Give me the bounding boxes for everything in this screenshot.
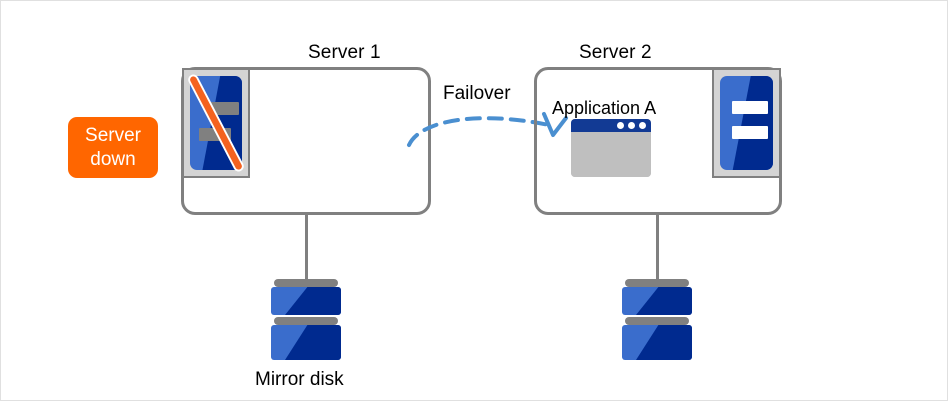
server-1-title: Server 1 [308,42,381,63]
disk-platter-top [625,279,689,287]
disk-block-bottom [622,325,692,360]
disk-platter-middle [625,317,689,325]
server-tower-icon [712,68,781,178]
mirror-disk-right [622,279,692,361]
application-label: Application A [552,98,657,118]
window-dot-2 [628,122,635,129]
disk-block-bottom [271,325,341,360]
failover-label: Failover [443,83,511,104]
window-dot-3 [639,122,646,129]
disk-platter-middle [274,317,338,325]
mirror-disk-left [271,279,341,361]
application-window-titlebar [571,119,651,132]
disk-block-top [271,287,341,315]
mirror-disk-caption: Mirror disk [255,369,344,390]
server-1-disk-connector [305,215,308,279]
application-window-icon [571,119,651,177]
window-dot-1 [617,122,624,129]
application-window-body [571,132,651,177]
status-badge-line-1: Server [85,124,141,146]
status-badge: Server down [68,117,158,178]
status-badge-line-2: down [90,148,136,170]
disk-block-top [622,287,692,315]
disk-platter-top [274,279,338,287]
server-2-title: Server 2 [579,42,652,63]
server-2-disk-connector [656,215,659,279]
